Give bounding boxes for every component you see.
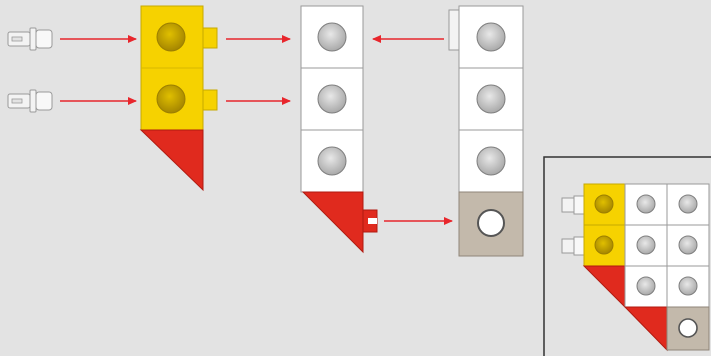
- stud-icon: [636, 276, 656, 296]
- stud-icon: [476, 84, 506, 114]
- stud-icon: [594, 194, 614, 214]
- stud-icon: [156, 22, 186, 52]
- yellow-brick-assembly: [139, 5, 218, 192]
- stud-icon: [636, 235, 656, 255]
- stud-icon: [317, 22, 347, 52]
- stud-icon: [476, 22, 506, 52]
- right-brick-column: [448, 5, 524, 257]
- stud-icon: [636, 194, 656, 214]
- peg-icon-bottom: [7, 89, 53, 113]
- stud-icon: [317, 84, 347, 114]
- stud-icon: [156, 84, 186, 114]
- stud-hole-icon: [477, 209, 505, 237]
- red-slope: [139, 129, 204, 192]
- stud-hole-icon: [678, 318, 698, 338]
- red-slope: [301, 191, 364, 254]
- stud-icon: [678, 235, 698, 255]
- white-brick-column: [300, 5, 378, 254]
- stud-icon: [678, 194, 698, 214]
- peg-icon-top: [7, 27, 53, 51]
- stud-icon: [678, 276, 698, 296]
- stud-icon: [476, 146, 506, 176]
- result-inset: [543, 156, 711, 356]
- stud-icon: [317, 146, 347, 176]
- stud-icon: [594, 235, 614, 255]
